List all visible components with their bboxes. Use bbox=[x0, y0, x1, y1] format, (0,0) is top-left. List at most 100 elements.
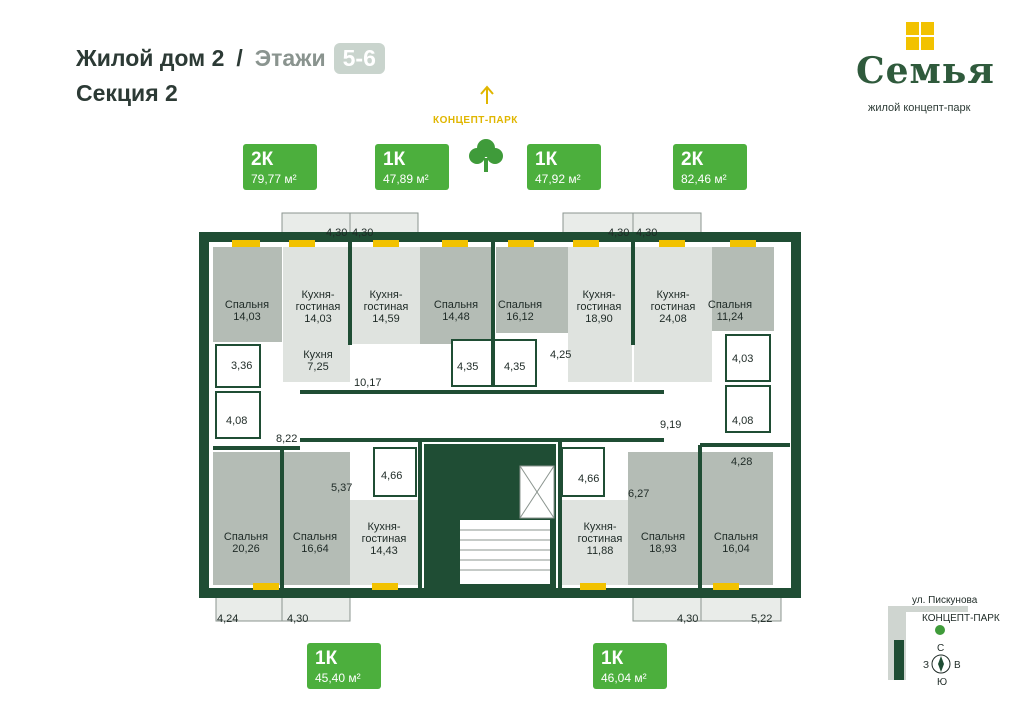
room-area: 7,25 bbox=[307, 361, 328, 373]
room-kitchen bbox=[283, 247, 350, 342]
minimap-street: ул. Пискунова bbox=[912, 595, 978, 606]
apartment-area: 79,77 м² bbox=[251, 172, 297, 186]
room-area: 14,03 bbox=[304, 313, 332, 325]
room-area-small: 4,30 bbox=[636, 227, 657, 239]
floors-badge: 5-6 bbox=[333, 43, 385, 74]
room-area: 14,43 bbox=[370, 545, 398, 557]
compass-north: С bbox=[937, 643, 944, 654]
room-name: Кухня- bbox=[367, 521, 400, 533]
room-area-small: 3,36 bbox=[231, 360, 252, 372]
room-kitchen bbox=[283, 342, 350, 382]
brand-logo: Семья жилой концепт-парк bbox=[850, 22, 994, 122]
room-area: 14,59 bbox=[372, 313, 400, 325]
room-area-small: 4,35 bbox=[504, 361, 525, 373]
room-name: Кухня- bbox=[583, 521, 616, 533]
room-kitchen bbox=[350, 500, 418, 585]
apartment-area: 82,46 м² bbox=[681, 172, 727, 186]
park-label: КОНЦЕПТ-ПАРК bbox=[433, 115, 518, 126]
bathroom bbox=[373, 447, 417, 497]
apartment-area: 47,92 м² bbox=[535, 172, 581, 186]
room-name: Кухня- bbox=[656, 289, 689, 301]
room-bedroom bbox=[700, 452, 773, 585]
room-name: гостиная bbox=[364, 301, 409, 313]
room-name: гостиная bbox=[651, 301, 696, 313]
compass-west: З bbox=[923, 660, 929, 671]
bathroom bbox=[561, 447, 605, 497]
room-kitchen bbox=[352, 247, 420, 344]
building-title: Жилой дом 2 bbox=[76, 45, 225, 71]
room-name: Спальня bbox=[434, 299, 478, 311]
apartment-card[interactable]: 1К 46,04 м² bbox=[593, 643, 667, 689]
room-bedroom bbox=[213, 247, 282, 342]
room-bedroom bbox=[283, 452, 350, 585]
minimap-tree-icon bbox=[935, 625, 945, 635]
apartment-area: 47,89 м² bbox=[383, 172, 429, 186]
bathroom bbox=[215, 391, 261, 439]
room-area: 24,08 bbox=[659, 313, 687, 325]
corridor bbox=[304, 396, 660, 436]
room-area-small: 10,17 bbox=[354, 377, 382, 389]
apartment-card[interactable]: 2К 82,46 м² bbox=[673, 144, 747, 190]
room-kitchen bbox=[568, 247, 632, 382]
room-area: 18,90 bbox=[585, 313, 613, 325]
bathroom bbox=[215, 344, 261, 388]
apartment-card[interactable]: 1К 47,89 м² bbox=[375, 144, 449, 190]
room-bedroom bbox=[628, 452, 700, 585]
room-area-small: 4,30 bbox=[326, 227, 347, 239]
room-area: 11,88 bbox=[587, 545, 614, 557]
stairs bbox=[460, 520, 550, 584]
logo-word: Семья bbox=[856, 50, 995, 92]
room-area: 14,03 bbox=[233, 311, 261, 323]
room-area: 18,93 bbox=[649, 543, 677, 555]
room-area-small: 5,37 bbox=[331, 482, 352, 494]
room-area-small: 4,30 bbox=[287, 613, 308, 625]
room-name: Спальня bbox=[641, 531, 685, 543]
apartment-card[interactable]: 2К 79,77 м² bbox=[243, 144, 317, 190]
room-area: 16,64 bbox=[301, 543, 329, 555]
room-area-small: 8,22 bbox=[276, 433, 297, 445]
apartment-type: 1К bbox=[315, 648, 338, 669]
room-area-small: 6,27 bbox=[628, 488, 649, 500]
room-area-small: 4,35 bbox=[457, 361, 478, 373]
room-name: Спальня bbox=[714, 531, 758, 543]
room-area: 16,04 bbox=[722, 543, 750, 555]
room-area-small: 4,03 bbox=[732, 353, 753, 365]
north-arrow-icon bbox=[480, 85, 494, 104]
room-bedroom bbox=[712, 247, 774, 331]
room-area-small: 4,30 bbox=[608, 227, 629, 239]
room-area-small: 4,66 bbox=[381, 470, 402, 482]
room-name: Спальня bbox=[498, 299, 542, 311]
room-name: Кухня bbox=[303, 349, 332, 361]
room-area-small: 4,66 bbox=[578, 473, 599, 485]
room-name: Спальня bbox=[293, 531, 337, 543]
compass-south: Ю bbox=[937, 677, 947, 688]
apartment-card[interactable]: 1К 45,40 м² bbox=[307, 643, 381, 689]
apartment-card[interactable]: 1К 47,92 м² bbox=[527, 144, 601, 190]
room-name: Спальня bbox=[224, 531, 268, 543]
room-area-small: 4,24 bbox=[217, 613, 238, 625]
section-title: Секция 2 bbox=[76, 80, 178, 106]
room-name: Кухня- bbox=[369, 289, 402, 301]
compass-icon bbox=[931, 654, 951, 674]
bathroom bbox=[493, 339, 537, 387]
minimap-park-label: КОНЦЕПТ-ПАРК bbox=[922, 613, 1000, 624]
room-area-small: 4,30 bbox=[352, 227, 373, 239]
room-name: гостиная bbox=[578, 533, 623, 545]
room-name: гостиная bbox=[296, 301, 341, 313]
floors-label: Этажи bbox=[254, 45, 326, 71]
room-area: 11,24 bbox=[717, 311, 744, 323]
apartment-type: 1К bbox=[535, 149, 558, 170]
apartment-type: 1К bbox=[601, 648, 624, 669]
room-area-small: 5,22 bbox=[751, 613, 772, 625]
apartment-area: 46,04 м² bbox=[601, 671, 647, 685]
room-name: гостиная bbox=[362, 533, 407, 545]
